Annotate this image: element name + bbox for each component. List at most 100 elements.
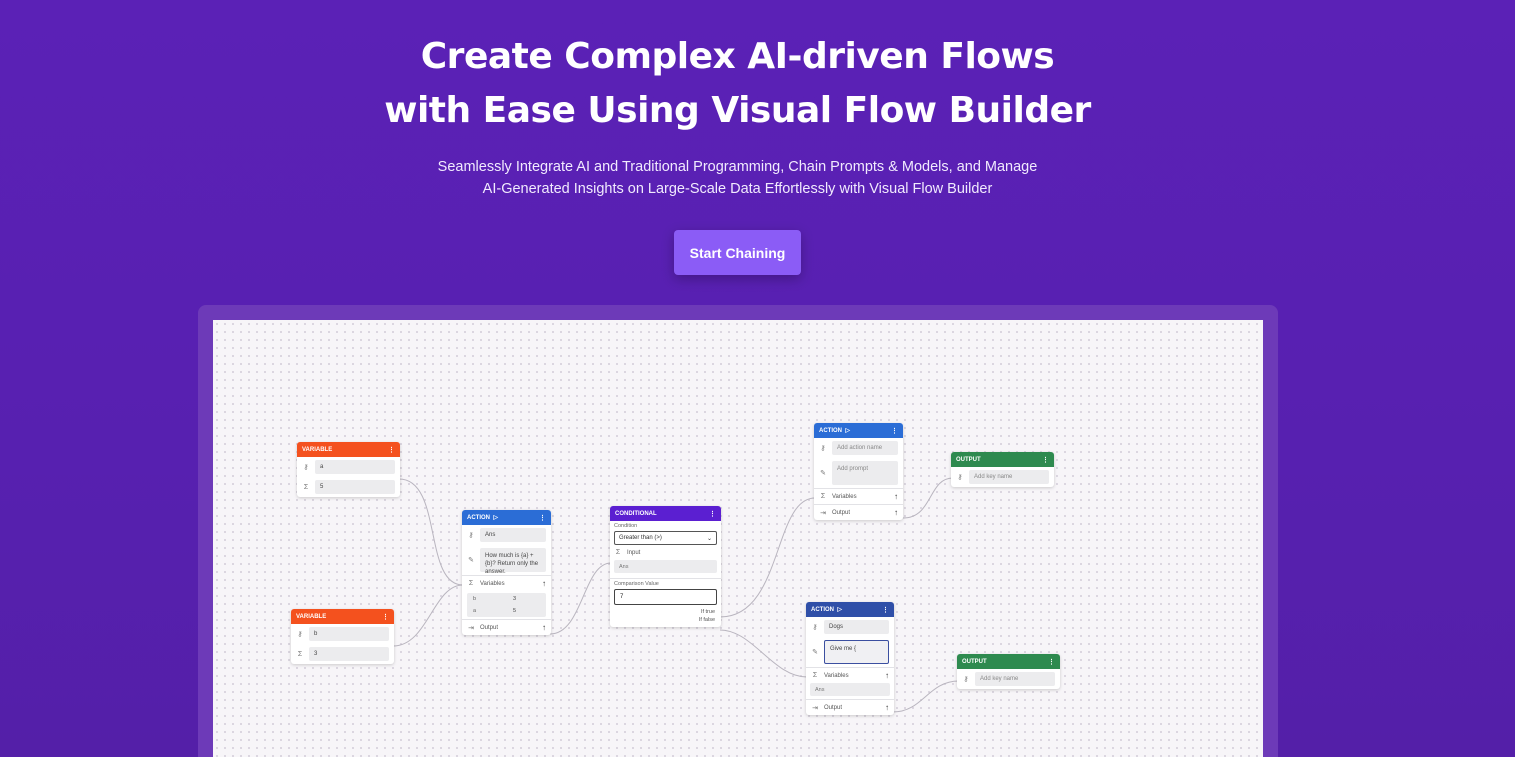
action-name-field[interactable]: Add action name	[832, 441, 898, 455]
action-node-header: ACTION ▷ ⋮	[462, 510, 551, 525]
output-key-field[interactable]: Add key name	[969, 470, 1049, 484]
start-chaining-button[interactable]: Start Chaining	[674, 230, 801, 275]
sigma-icon: Σ	[615, 549, 621, 556]
more-options-icon[interactable]: ⋮	[882, 606, 889, 614]
hero-subtitle-line1: Seamlessly Integrate AI and Traditional …	[437, 159, 1038, 175]
pencil-icon: ✎	[820, 470, 826, 477]
run-icon[interactable]: ▷	[837, 607, 842, 613]
more-options-icon[interactable]: ⋮	[388, 446, 395, 454]
conditional-node-title: CONDITIONAL	[615, 510, 657, 517]
key-icon: ⚷	[297, 631, 303, 638]
action-node-label: ACTION	[819, 428, 842, 434]
conditional-node-header: CONDITIONAL ⋮	[610, 506, 721, 521]
if-true-port[interactable]: If true	[700, 609, 715, 615]
input-label: Input	[627, 549, 641, 556]
comparison-value-field[interactable]: 7	[614, 589, 717, 605]
variable-value-field[interactable]: 5	[315, 480, 395, 494]
edge-iftrue-to-action3	[719, 629, 808, 678]
key-icon: ⚷	[303, 464, 309, 471]
sigma-icon: Σ	[303, 483, 309, 491]
key-icon: ⚷	[963, 676, 969, 683]
action-node-title: ACTION ▷	[467, 514, 498, 521]
action-node-title: ACTION ▷	[811, 606, 842, 613]
comparison-label: Comparison Value	[614, 581, 659, 587]
variable-value-field[interactable]: 3	[309, 647, 389, 661]
hero-subtitle-line2: AI-Generated Insights on Large-Scale Dat…	[482, 181, 993, 197]
variable-key: a	[473, 608, 477, 614]
hero-title-line1: Create Complex AI-driven Flows	[420, 36, 1055, 77]
output-node-2[interactable]: OUTPUT ⋮ ⚷ Add key name	[957, 654, 1060, 689]
output-label: Output	[824, 704, 843, 711]
variable-value: 5	[513, 608, 517, 614]
more-options-icon[interactable]: ⋮	[1048, 658, 1055, 666]
edge-action3-to-output2	[892, 680, 960, 713]
arrow-up-icon[interactable]: ↑	[542, 579, 546, 588]
variable-node-header: VARIABLE ⋮	[291, 609, 394, 624]
action-node-ans[interactable]: ACTION ▷ ⋮ ⚷Ans ✎How much is {a} + {b}? …	[462, 510, 551, 635]
output-label: Output	[480, 624, 499, 631]
output-icon: ⇥	[812, 704, 818, 712]
action-prompt-field[interactable]: Give me {	[824, 640, 889, 664]
arrow-up-icon[interactable]: ↑	[542, 623, 546, 632]
action-node-title: ACTION ▷	[819, 427, 850, 434]
condition-select-value: Greater than (>)	[619, 535, 662, 541]
variable-key: b	[473, 596, 477, 602]
pencil-icon: ✎	[812, 649, 818, 656]
condition-label: Condition	[614, 523, 638, 529]
key-icon: ⚷	[468, 532, 474, 539]
more-options-icon[interactable]: ⋮	[539, 514, 546, 522]
arrow-up-icon[interactable]: ↑	[885, 703, 889, 712]
key-icon: ⚷	[820, 445, 826, 452]
run-icon[interactable]: ▷	[845, 428, 850, 434]
if-false-port[interactable]: If false	[698, 617, 715, 623]
more-options-icon[interactable]: ⋮	[382, 613, 389, 621]
action-prompt-field[interactable]: Add prompt	[832, 461, 898, 485]
more-options-icon[interactable]: ⋮	[891, 427, 898, 435]
hero-subtitle: Seamlessly Integrate AI and Traditional …	[0, 156, 1475, 200]
condition-select[interactable]: Greater than (>)⌄	[614, 531, 717, 545]
output-node-1[interactable]: OUTPUT ⋮ ⚷ Add key name	[951, 452, 1054, 487]
variables-label: Variables	[824, 672, 849, 679]
output-icon: ⇥	[820, 509, 826, 517]
action-node-header: ACTION ▷ ⋮	[814, 423, 903, 438]
hero-title: Create Complex AI-driven Flows with Ease…	[0, 30, 1475, 138]
key-icon: ⚷	[957, 474, 963, 481]
arrow-up-icon[interactable]: ↑	[885, 671, 889, 680]
variables-label: Variables	[480, 580, 505, 587]
sigma-icon: Σ	[820, 493, 826, 500]
action-prompt-field[interactable]: How much is {a} + {b}? Return only the a…	[480, 548, 546, 575]
output-node-header: OUTPUT ⋮	[951, 452, 1054, 467]
conditional-node[interactable]: CONDITIONAL ⋮ Condition Greater than (>)…	[610, 506, 721, 627]
output-node-title: OUTPUT	[956, 456, 981, 463]
action-node-header: ACTION ▷ ⋮	[806, 602, 894, 617]
variable-name-field[interactable]: a	[315, 460, 395, 474]
action-node-empty[interactable]: ACTION ▷ ⋮ ⚷Add action name ✎Add prompt …	[814, 423, 903, 520]
more-options-icon[interactable]: ⋮	[1042, 456, 1049, 464]
variables-label: Variables	[832, 493, 857, 500]
output-key-field[interactable]: Add key name	[975, 672, 1055, 686]
action-node-label: ACTION	[811, 607, 834, 613]
output-icon: ⇥	[468, 624, 474, 632]
edge-var-a-to-action	[398, 478, 464, 586]
action-name-field[interactable]: Dogs	[824, 620, 889, 634]
action-name-field[interactable]: Ans	[480, 528, 546, 542]
edge-action2-to-output1	[902, 477, 954, 519]
output-node-header: OUTPUT ⋮	[957, 654, 1060, 669]
run-icon[interactable]: ▷	[493, 515, 498, 521]
edge-var-b-to-action	[392, 584, 464, 647]
input-field[interactable]: Ans	[614, 560, 717, 573]
variable-name-field[interactable]: b	[309, 627, 389, 641]
arrow-up-icon[interactable]: ↑	[894, 508, 898, 517]
variable-chip[interactable]: Ans	[810, 683, 890, 696]
output-node-title: OUTPUT	[962, 658, 987, 665]
more-options-icon[interactable]: ⋮	[709, 510, 716, 518]
variable-node-header: VARIABLE ⋮	[297, 442, 400, 457]
arrow-up-icon[interactable]: ↑	[894, 492, 898, 501]
